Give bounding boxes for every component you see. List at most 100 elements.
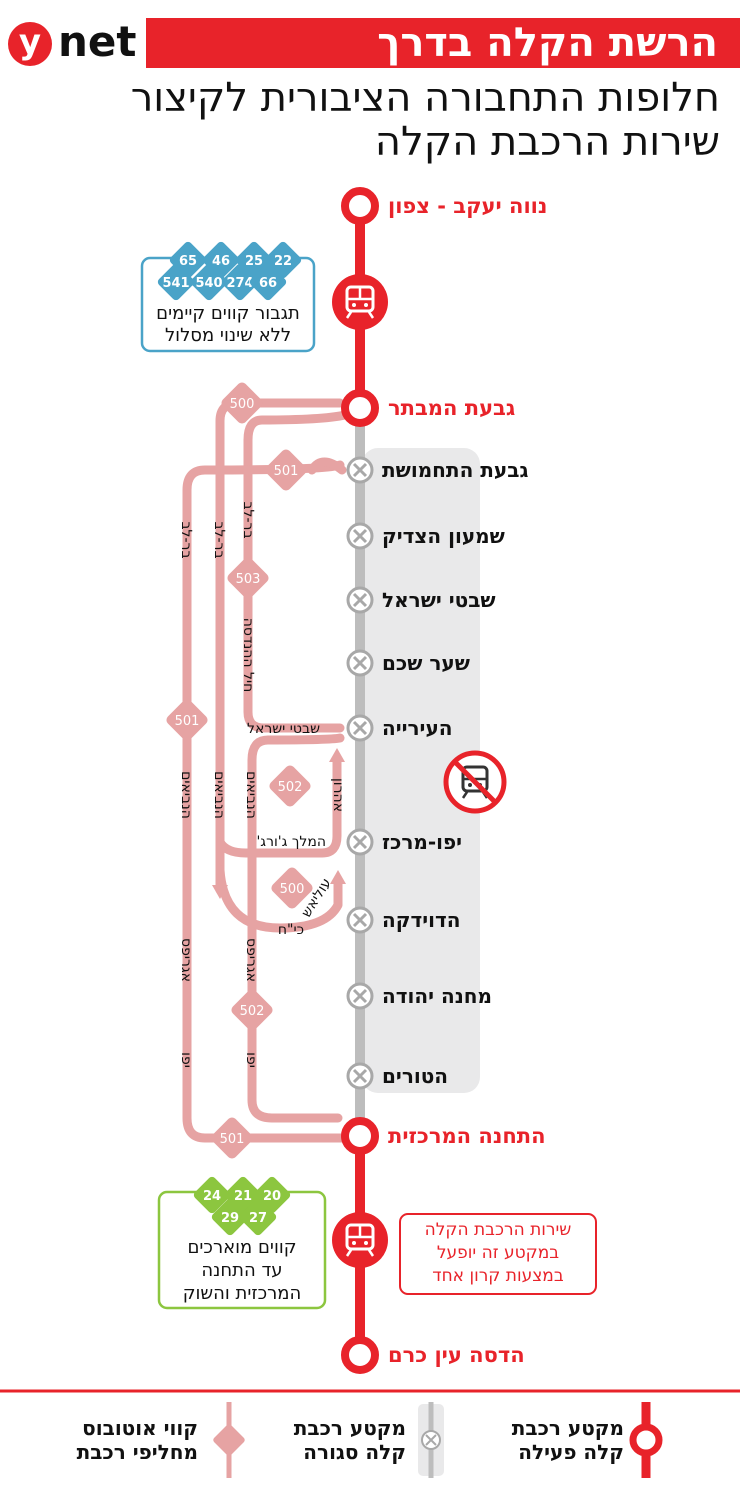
bus-route-oliash-path [215,865,343,933]
train-icon [332,1212,388,1268]
south-green-line2: עד התחנה [201,1260,283,1281]
station-label: הדוידקה [382,908,461,932]
north-line-badge: 274 [226,276,253,291]
north-line-badge: 66 [259,276,277,291]
station-label: שמעון הצדיק [382,524,505,548]
street-kaf-chet: כי"ח [278,922,304,938]
route-diamond-501-bottom: 501 [211,1117,253,1159]
street-aharon: אהרון [330,778,346,812]
north-line-badge: 25 [245,254,263,269]
street-hamelech-george: המלך ג'ורג' [256,834,326,850]
street-hanevi-im-mid: הנביאים [211,771,227,819]
north-box-line1: תגבור קווים קיימים [156,303,300,324]
street-yafo-outer: יפו [178,1052,194,1068]
route-diamond-501-top: 501 [265,449,307,491]
legend-closed-line2: קלה סגורה [303,1440,406,1464]
route-501-label: 501 [220,1132,245,1147]
page-title-line2: שירות הרכבת הקלה [374,119,720,165]
north-line-badges: 65 46 25 22 541 540 274 66 [157,241,302,301]
route-501-label: 501 [175,714,200,729]
north-line-badge: 22 [274,254,292,269]
bus-routes [182,398,350,1143]
station-marker-givat-hamivtar [341,389,379,427]
legend-closed-label: מקטע רכבת קלה סגורה [276,1416,406,1464]
north-line-badge: 540 [195,276,222,291]
route-502-label: 502 [240,1004,265,1019]
south-line-badge: 21 [234,1189,252,1204]
street-yafo-inner: יפו [243,1052,259,1068]
ynet-logo-circle: y [8,22,52,66]
legend-closed-icon [418,1402,444,1478]
ynet-logo-word: net [58,17,137,66]
bus-route-501-path [182,460,350,1143]
station-label: נווה יעקב - צפון [388,194,548,218]
legend-active-line1: מקטע רכבת [511,1416,624,1440]
north-line-badge: 46 [212,254,230,269]
route-500-label: 500 [230,397,255,412]
south-line-badge: 20 [263,1189,281,1204]
route-diamond-500-mid: 500 [271,867,313,909]
route-diamond-502-mid: 502 [269,765,311,807]
legend-bus-line1: קווי אוטובוס [82,1416,198,1440]
arrow-oliash [330,870,346,884]
legend-active-icon [629,1402,663,1478]
route-501-label: 501 [274,464,299,479]
station-label: שבטי ישראל [382,588,496,612]
station-label: הדסה עין כרם [388,1343,525,1367]
page-title-line1: חלופות התחבורה הציבורית לקיצור [130,75,720,121]
south-green-line1: קווים מוארכים [187,1237,297,1258]
station-label: התחנה המרכזית [388,1124,546,1148]
south-red-line1: שירות הרכבת הקלה [424,1220,572,1240]
street-bar-lev-inner: בר-לב [240,501,256,538]
closed-section-panel [362,448,480,1093]
route-diamond-501-mid: 501 [166,699,208,741]
north-line-badge: 65 [179,254,197,269]
street-hanevi-im-inner: הנביאים [243,771,259,819]
legend-bus-icon [213,1402,245,1478]
street-shivtei-israel: שבטי ישראל [247,721,320,737]
south-green-line3: המרכזית והשוק [182,1283,302,1304]
station-marker-central-station [341,1117,379,1155]
street-chel-handasa: חיל ההנדסה [240,618,256,692]
station-marker-hadassah [341,1336,379,1374]
station-label: הטורים [382,1064,449,1088]
north-line-badge: 541 [162,276,189,291]
street-bar-lev-mid: בר-לב [211,521,227,558]
south-line-badges: 24 21 20 29 27 [193,1176,291,1236]
legend-active-label: מקטע רכבת קלה פעילה [490,1416,624,1464]
south-red-box-frame [399,1213,597,1295]
street-agripas-outer: אגריפס [178,938,194,982]
south-line-badge: 24 [203,1189,221,1204]
south-line-badge: 27 [249,1211,267,1226]
closed-station-icon [346,456,374,1090]
header-banner-title: הרשת הקלה בדרך [377,20,718,66]
route-500-label: 500 [280,882,305,897]
no-train-icon [443,750,507,814]
arrow-hanevi-im [212,885,228,899]
bus-route-curl [307,457,347,475]
route-503-label: 503 [236,572,261,587]
north-box-line2: ללא שינוי מסלול [164,325,292,346]
bus-route-503-path [243,410,350,733]
south-red-line3: במצעות קרון אחד [432,1266,564,1286]
street-agripas-inner: אגריפס [243,938,259,982]
station-label: העירייה [382,716,453,740]
station-label: גבעת התחמושת [382,458,529,482]
train-icon [332,274,388,330]
south-red-line2: במקטע זה יופעל [436,1243,560,1263]
header-banner [146,18,740,68]
station-label: יפו-מרכז [382,830,463,854]
south-red-box-text: שירות הרכבת הקלה במקטע זה יופעל במצעות ק… [400,1218,596,1292]
south-green-box-text: קווים מוארכים עד התחנה המרכזית והשוק [159,1234,325,1306]
street-bar-lev-outer: בר-לב [178,521,194,558]
legend-closed-line1: מקטע רכבת [293,1416,406,1440]
station-label: גבעת המבתר [388,396,516,420]
bus-route-george-path [215,755,342,858]
station-marker-neve-yaakov [341,187,379,225]
legend-bus-label: קווי אוטובוס מחליפי רכבת [58,1416,198,1464]
arrow-aharon [329,748,345,762]
station-label: שער שכם [382,651,470,675]
route-502-label: 502 [278,780,303,795]
